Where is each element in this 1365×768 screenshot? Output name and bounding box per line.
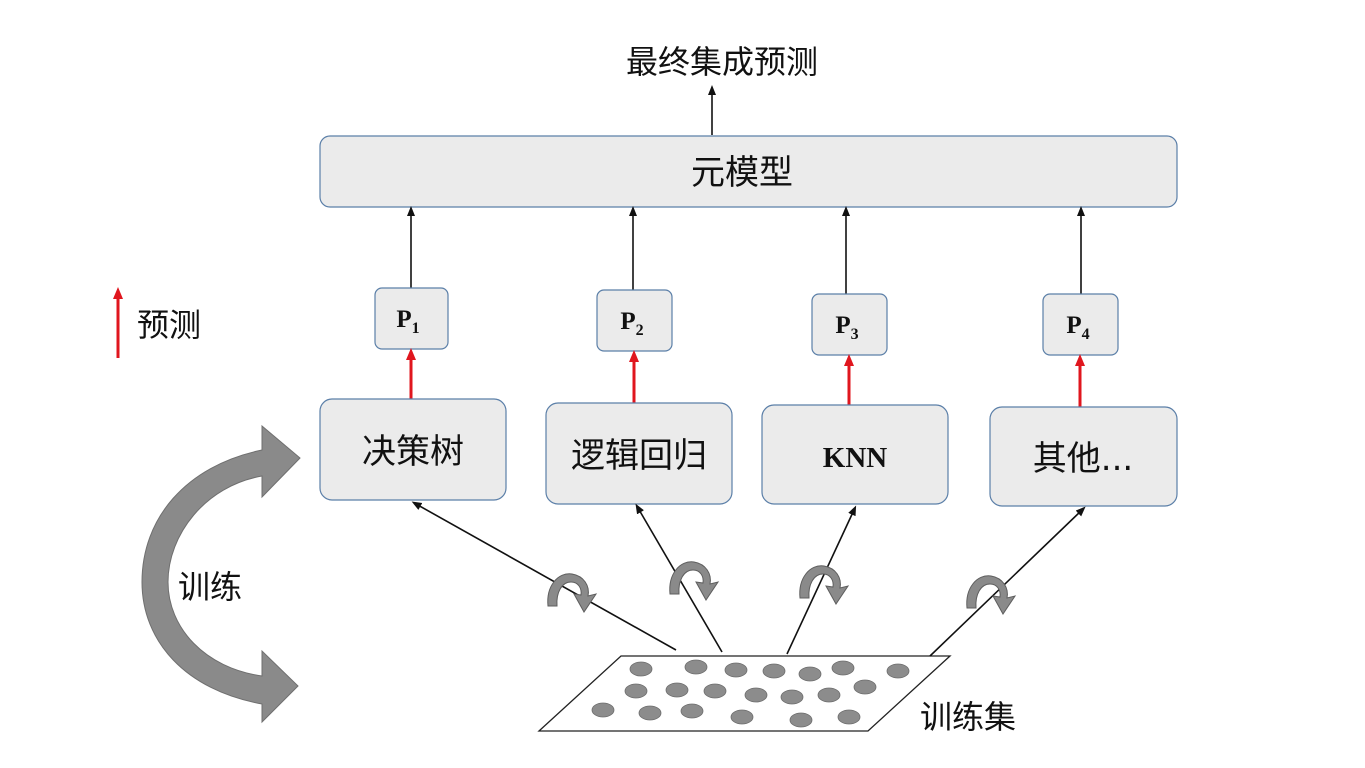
training-label: 训练 bbox=[178, 568, 242, 606]
training-sample-dot bbox=[780, 689, 804, 705]
model-label: 其他... bbox=[1033, 439, 1133, 479]
training-sample-dot bbox=[684, 659, 708, 675]
training-set bbox=[537, 655, 952, 732]
legend-label: 预测 bbox=[137, 306, 201, 344]
meta-model-box bbox=[319, 135, 1178, 208]
training-sample-dot bbox=[798, 666, 822, 682]
p1-label: P1 bbox=[396, 306, 419, 337]
model-decision-tree: 决策树 bbox=[319, 398, 507, 501]
resample-curl-arrow-icon bbox=[966, 575, 1017, 615]
model-others: 其他... bbox=[989, 406, 1178, 507]
p3-label: P3 bbox=[835, 312, 858, 343]
training-cycle-arrow-icon bbox=[141, 424, 301, 724]
legend: 预测 bbox=[113, 287, 201, 358]
training-sample-dot bbox=[629, 661, 653, 677]
training-sample-dot bbox=[680, 703, 704, 719]
prediction-p2: P2 bbox=[596, 289, 673, 352]
data-to-model4-arrow bbox=[929, 506, 1086, 657]
training-sample-dot bbox=[789, 712, 813, 728]
model-label: KNN bbox=[823, 442, 888, 474]
training-samples bbox=[591, 659, 910, 728]
training-sample-dot bbox=[591, 702, 615, 718]
training-sample-dot bbox=[638, 705, 662, 721]
training-sample-dot bbox=[665, 682, 689, 698]
resample-curl-arrow-icon bbox=[799, 565, 850, 605]
model-logistic-regression: 逻辑回归 bbox=[545, 402, 733, 505]
training-sample-dot bbox=[724, 662, 748, 678]
model-label: 决策树 bbox=[362, 432, 464, 472]
final-prediction-label: 最终集成预测 bbox=[626, 43, 818, 81]
prediction-p4: P4 bbox=[1042, 293, 1119, 356]
resample-curl-arrow-icon bbox=[669, 561, 720, 601]
p2-label: P2 bbox=[620, 308, 643, 339]
training-sample-dot bbox=[837, 709, 861, 725]
training-sample-dot bbox=[853, 679, 877, 695]
training-sample-dot bbox=[817, 687, 841, 703]
training-set-label: 训练集 bbox=[920, 698, 1016, 736]
model-knn: KNN bbox=[761, 404, 949, 505]
meta-model-label: 元模型 bbox=[691, 153, 793, 193]
data-to-model3-arrow bbox=[786, 505, 857, 655]
prediction-p3: P3 bbox=[811, 293, 888, 356]
training-sample-dot bbox=[624, 683, 648, 699]
p4-label: P4 bbox=[1066, 312, 1089, 343]
training-sample-dot bbox=[886, 663, 910, 679]
training-sample-dot bbox=[730, 709, 754, 725]
training-sample-dot bbox=[744, 687, 768, 703]
resample-curl-arrow-icon bbox=[547, 573, 598, 613]
prediction-p1: P1 bbox=[374, 287, 449, 350]
model-label: 逻辑回归 bbox=[571, 436, 707, 476]
data-to-model1-arrow bbox=[411, 501, 677, 651]
training-sample-dot bbox=[703, 683, 727, 699]
training-sample-dot bbox=[762, 663, 786, 679]
training-sample-dot bbox=[831, 660, 855, 676]
